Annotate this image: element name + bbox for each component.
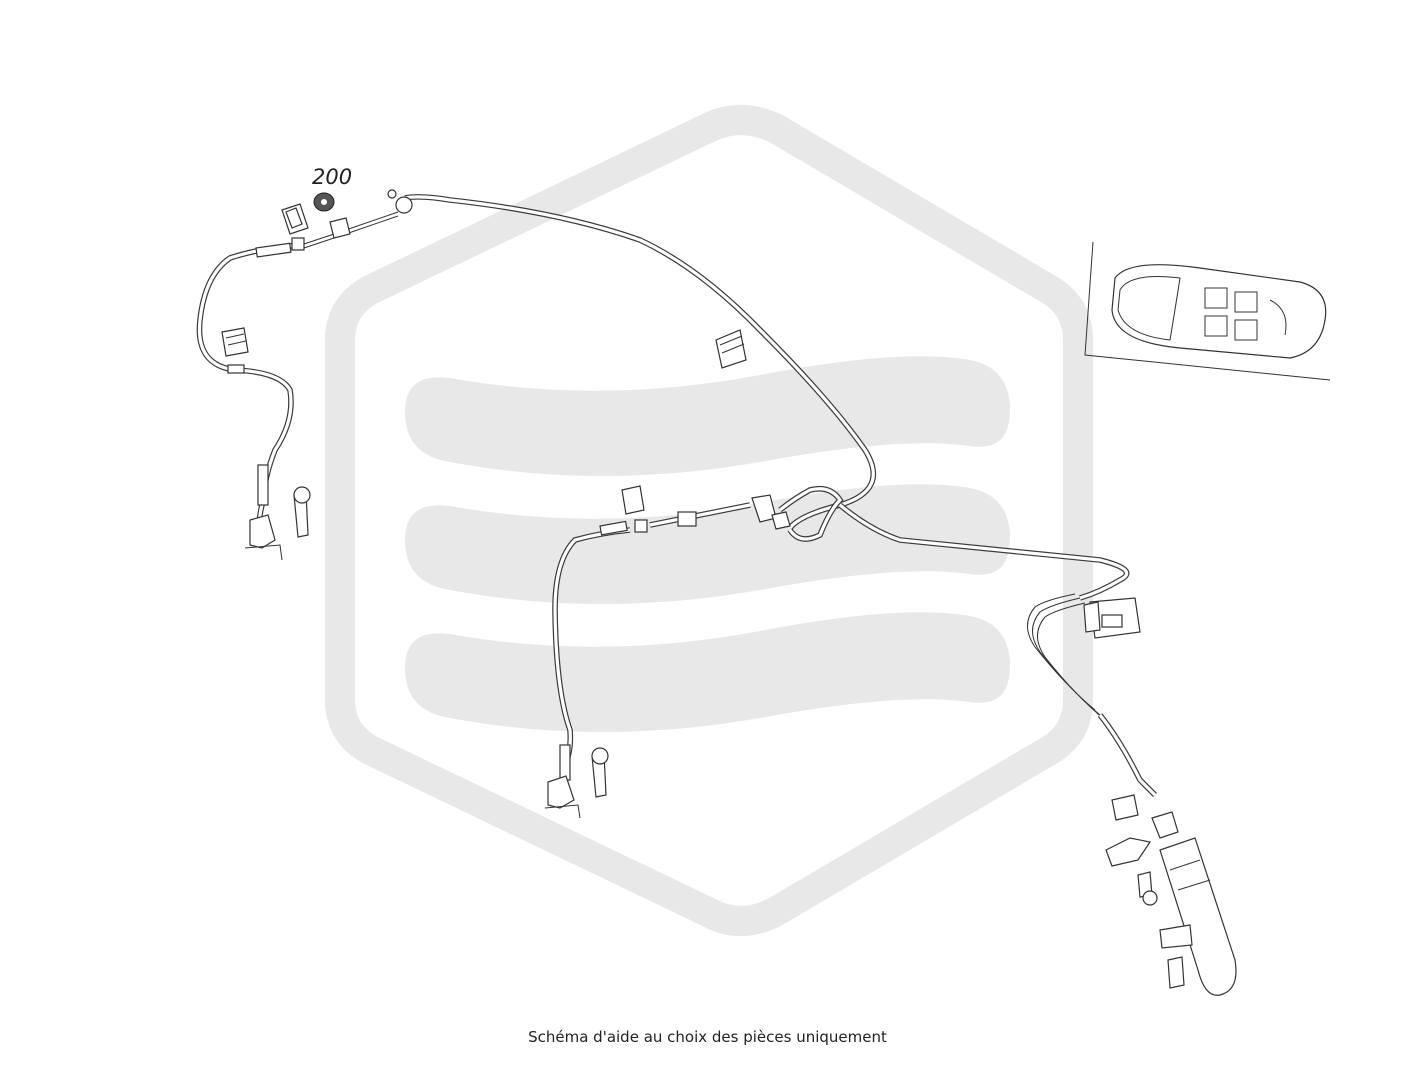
watermark-stripe-1 bbox=[405, 356, 1010, 476]
watermark-hexagon bbox=[325, 105, 1093, 936]
main-hose bbox=[404, 194, 1130, 601]
part-200-washer: 200 bbox=[312, 165, 352, 212]
middle-hose bbox=[552, 485, 844, 772]
left-hose bbox=[196, 242, 301, 536]
washer-pump-assembly bbox=[1105, 794, 1237, 996]
top-connector-assembly bbox=[255, 189, 413, 258]
right-bracket-module bbox=[1083, 597, 1141, 639]
middle-connector-assembly bbox=[599, 485, 791, 536]
part-200-label: 200 bbox=[312, 165, 352, 189]
middle-nozzle-assembly bbox=[544, 744, 609, 819]
diagram-caption: Schéma d'aide au choix des pièces unique… bbox=[528, 1028, 887, 1046]
watermark-logo bbox=[325, 105, 1093, 936]
watermark-stripe-3 bbox=[405, 612, 1010, 732]
left-hose-clip bbox=[221, 327, 249, 374]
left-nozzle-assembly bbox=[244, 464, 311, 561]
middle-top-clip bbox=[715, 329, 747, 369]
vehicle-location-inset bbox=[1084, 241, 1331, 381]
right-hose-bundle bbox=[1027, 593, 1157, 797]
